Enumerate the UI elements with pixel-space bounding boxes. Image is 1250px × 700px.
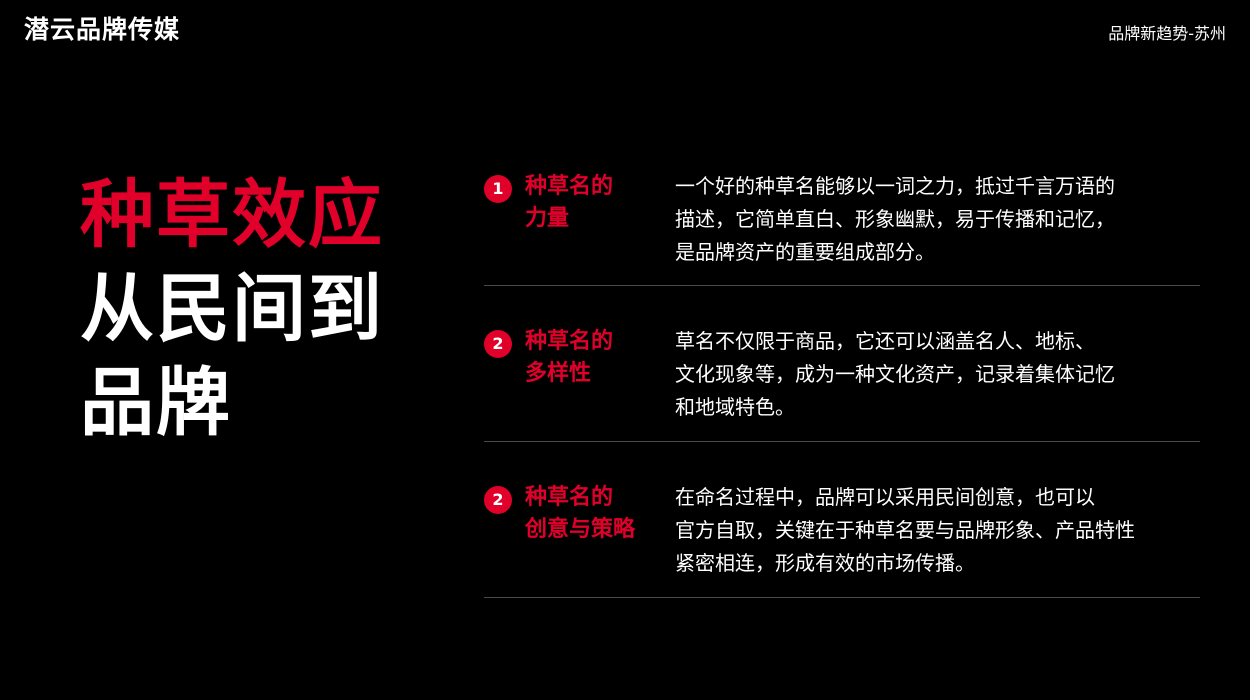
headline-line-2: 从民间到 <box>80 266 384 352</box>
point-description: 一个好的种草名能够以一词之力，抵过千言万语的 描述，它简单直白、形象幽默，易于传… <box>675 174 1115 264</box>
point-number-badge: 2 <box>484 330 512 358</box>
headline: 种草效应 从民间到 品牌 <box>80 168 384 450</box>
header-tagline: 品牌新趋势-苏州 <box>1108 24 1226 43</box>
point-item: 1 种草名的 力量 一个好的种草名能够以一词之力，抵过千言万语的 描述，它简单直… <box>484 160 1200 286</box>
point-title: 种草名的 力量 <box>525 174 614 231</box>
point-title: 种草名的 创意与策略 <box>525 485 636 542</box>
points-list: 1 种草名的 力量 一个好的种草名能够以一词之力，抵过千言万语的 描述，它简单直… <box>484 160 1200 598</box>
point-item: 2 种草名的 多样性 草名不仅限于商品，它还可以涵盖名人、地标、 文化现象等，成… <box>484 286 1200 442</box>
point-number-badge: 1 <box>484 175 512 203</box>
point-description: 在命名过程中，品牌可以采用民间创意，也可以 官方自取，关键在于种草名要与品牌形象… <box>675 485 1135 575</box>
brand-logo: 潜云品牌传媒 <box>24 15 181 44</box>
point-number-badge: 2 <box>484 486 512 514</box>
headline-line-3: 品牌 <box>80 360 232 446</box>
point-title: 种草名的 多样性 <box>525 329 614 386</box>
point-description: 草名不仅限于商品，它还可以涵盖名人、地标、 文化现象等，成为一种文化资产，记录着… <box>675 329 1115 419</box>
point-item: 2 种草名的 创意与策略 在命名过程中，品牌可以采用民间创意，也可以 官方自取，… <box>484 442 1200 598</box>
headline-line-1: 种草效应 <box>80 172 384 258</box>
